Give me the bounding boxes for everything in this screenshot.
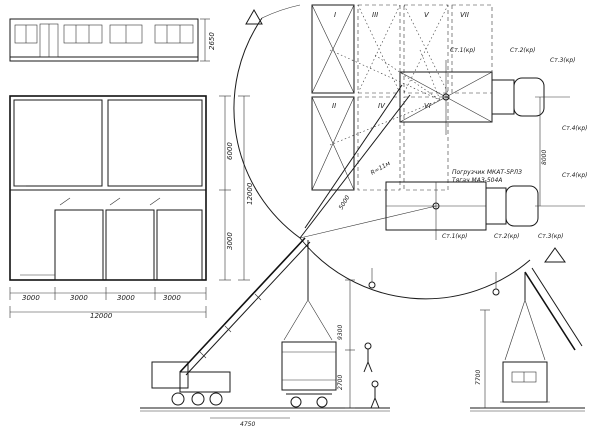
plan-dim-right-top: 6000 xyxy=(226,142,234,160)
radius-5000: 5000 xyxy=(338,194,352,211)
plan-dim-4: 3000 xyxy=(163,294,181,302)
cell-v: V xyxy=(424,11,430,19)
elevation-height-dim: 2650 xyxy=(208,32,216,50)
station-4-bottom: Ст.4(кр) xyxy=(562,172,588,179)
window xyxy=(63,24,103,44)
crane-cab xyxy=(151,361,189,389)
cell-iii: III xyxy=(372,11,378,19)
station-2-bottom: Ст.2(кр) xyxy=(494,233,520,240)
crane-note-line2: Тягач МАЗ-504А xyxy=(452,177,502,184)
cell-vi: VI xyxy=(424,102,431,110)
worker-figure xyxy=(364,342,372,350)
plan-dim-3: 3000 xyxy=(117,294,135,302)
station-1-top: Ст.1(кр) xyxy=(450,47,476,54)
cell-i: I xyxy=(334,11,336,19)
elevation-outline xyxy=(9,18,199,62)
right-crane-boom xyxy=(524,271,576,351)
right-dim-height: 7700 xyxy=(475,370,482,385)
station-3-bottom: Ст.3(кр) xyxy=(538,233,564,240)
crane-lift-section: 9300 2700 4750 xyxy=(140,237,500,428)
cell-iv: IV xyxy=(378,102,386,110)
lift-dim-lower: 2700 xyxy=(337,375,344,390)
section-marker-top xyxy=(245,8,263,25)
building-elevation: 2650 xyxy=(9,18,216,62)
station-3-top: Ст.3(кр) xyxy=(550,57,576,64)
plan-dim-right-bottom: 3000 xyxy=(226,232,234,250)
plan-dim-2: 3000 xyxy=(70,294,88,302)
radius-label: R=11м xyxy=(370,160,392,177)
crane-boom xyxy=(179,237,306,373)
crane-note-line1: Погрузчик МКАТ-5РЛЗ xyxy=(452,169,522,176)
container-lift-right: 7700 xyxy=(470,267,585,412)
lift-dim-height: 9300 xyxy=(337,325,344,340)
station-2-top: Ст.2(кр) xyxy=(510,47,536,54)
cell-ii: II xyxy=(332,102,336,110)
cell-vii: VII xyxy=(460,11,469,19)
section-marker-right xyxy=(544,247,566,263)
lift-dim-ground: 4750 xyxy=(240,421,255,428)
plan-dim-right-total: 12000 xyxy=(246,182,254,205)
layout-dim-right: 8000 xyxy=(541,150,548,165)
building-plan: 3000 3000 3000 3000 12000 6000 3000 1200… xyxy=(9,95,254,320)
window xyxy=(154,24,194,44)
worker-figure xyxy=(371,380,379,388)
plan-dim-1: 3000 xyxy=(22,294,40,302)
station-1-bottom: Ст.1(кр) xyxy=(442,233,468,240)
crane-layout-plan: I III V VII II IV VI Ст.1(кр) Ст.2(кр) С… xyxy=(233,4,588,300)
lifted-container xyxy=(281,341,337,391)
plan-dim-total: 12000 xyxy=(90,312,113,320)
station-4-top: Ст.4(кр) xyxy=(562,125,588,132)
